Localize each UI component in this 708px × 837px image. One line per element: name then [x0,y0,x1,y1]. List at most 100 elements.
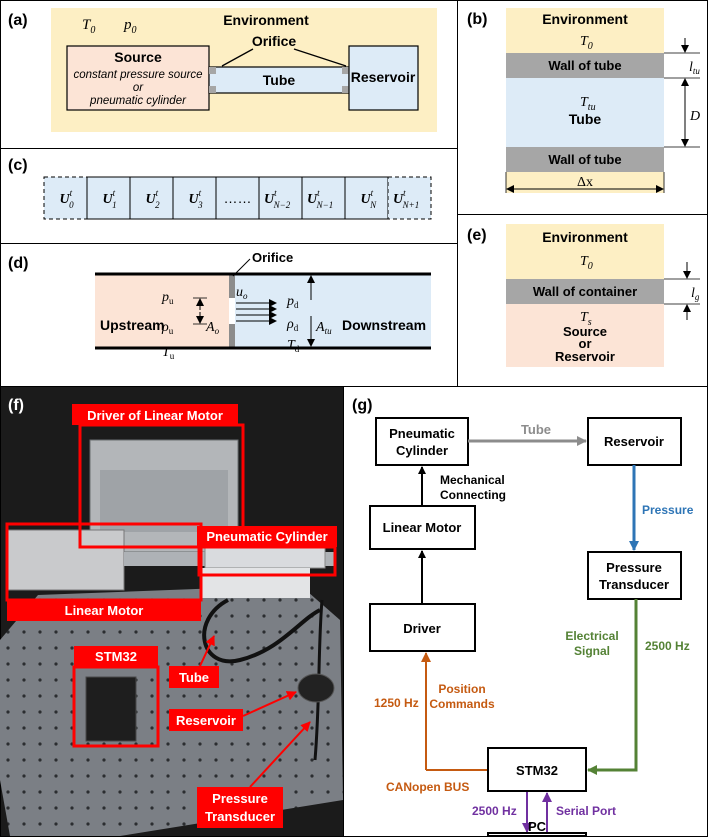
reservoir-photo-label: Reservoir [176,713,236,728]
pressure-transducer-label-1: Pressure [606,560,662,575]
linear-motor-label: Linear Motor [65,603,144,618]
cell-box [86,176,131,220]
orifice-leader [232,258,251,277]
panel-d: (d) Orifice pu ρu Tu Upstream Ao uo pd ρ… [8,250,431,361]
linear-motor-block [369,505,476,550]
stm32-board [85,676,137,742]
tube-region [506,78,664,147]
panel-g: (g) Pneumatic Cylinder Tube Reservoir Me… [352,397,694,837]
ttu-symbol: Ttu [580,95,596,113]
cell-box [387,176,432,220]
atu-symbol: Atu [315,320,332,336]
cell-box [215,176,260,220]
source-line1: constant pressure source [73,69,202,81]
cell-label: …… [224,190,252,206]
rhod-symbol: ρd [286,317,299,333]
electrical-label-2: Signal [574,644,610,658]
pneumatic-cylinder-label-2: Cylinder [396,443,448,458]
pressure-flow-label: Pressure [642,503,694,517]
panel-g-label: (g) [352,397,372,414]
upstream-label: Upstream [100,317,165,333]
tube-label: Tube [263,72,296,88]
source-label: Source [563,324,607,339]
driver-block [369,603,476,652]
pressure-photo-label-2: Transducer [205,809,275,824]
t0-symbol: T0 [580,34,593,52]
mechanical-label-1: Mechanical [440,473,505,487]
tube-pointer [199,635,215,667]
reservoir-label: Reservoir [351,69,416,85]
stm32-block-label: STM32 [516,763,558,778]
lg-symbol: lg [691,286,700,302]
tube-photo-label: Tube [179,670,209,685]
driver-highlight [78,423,245,549]
panel-a: (a) T0 p0 Environment Orifice Source con… [8,8,437,132]
reservoir-block-label: Reservoir [604,434,664,449]
cell-box [129,176,174,220]
td-symbol: Td [287,338,300,354]
environment-region [506,224,664,279]
t0-symbol: T0 [82,17,95,36]
orifice-wall-left-top [209,67,216,74]
rhou-symbol: ρu [161,320,174,336]
orifice-wall-right-top [342,67,349,74]
cell-box [258,176,303,220]
panel-f-label: (f) [8,397,24,414]
downstream-label: Downstream [342,317,426,333]
stm32-label: STM32 [95,649,137,664]
or-label: or [579,336,592,351]
support-block [200,568,310,598]
reservoir-hardware [297,673,335,703]
pu-symbol: pu [161,290,174,306]
pneumatic-label: Pneumatic Cylinder [206,529,327,544]
mechanical-label-2: Connecting [440,488,506,502]
driver-label: Driver of Linear Motor [87,408,223,423]
source-line2: or [133,82,144,94]
pressure-photo-label-1: Pressure [212,791,268,806]
orifice-wall-right-bottom [342,86,349,93]
uo-symbol: uo [236,285,248,301]
driver-heatsink [100,470,228,532]
electrical-label-1: Electrical [565,629,618,643]
pd-symbol: pd [286,294,299,310]
cylinder-hardware [204,545,326,569]
source-box [66,45,210,111]
panel-d-label: (d) [8,255,28,272]
source-title: Source [114,49,162,65]
wall-bottom [506,147,664,172]
container-wall-label: Wall of container [533,284,637,299]
wall-top [506,53,664,78]
orifice-wall-bottom [229,324,235,348]
source-line3: pneumatic cylinder [89,95,187,107]
orifice-leader-left [221,48,254,67]
p0-symbol: p0 [123,17,137,36]
cell-box [344,176,389,220]
canopen-label: CANopen BUS [386,780,469,794]
downstream-region [235,274,431,348]
ltu-symbol: ltu [689,60,700,76]
position-label-2: Commands [429,697,495,711]
orifice-label: Orifice [252,250,293,265]
pneumatic-highlight [197,545,337,577]
dx-symbol: Δx [577,175,593,190]
orifice-leader-right [293,48,347,67]
reservoir-box [348,45,419,111]
pressure-pointer [249,721,311,788]
d-symbol: D [689,109,700,124]
environment-title: Environment [223,12,309,28]
environment-title: Environment [542,229,628,245]
panel-e-label: (e) [467,227,487,244]
ao-symbol: Ao [205,320,220,336]
reservoir-label: Reservoir [555,349,615,364]
electrical-rate-label: 2500 Hz [645,639,690,653]
orifice-wall-top [229,274,235,298]
reservoir-pointer [242,691,297,717]
pneumatic-cylinder-box [375,417,469,466]
wall-top-label: Wall of tube [548,58,621,73]
